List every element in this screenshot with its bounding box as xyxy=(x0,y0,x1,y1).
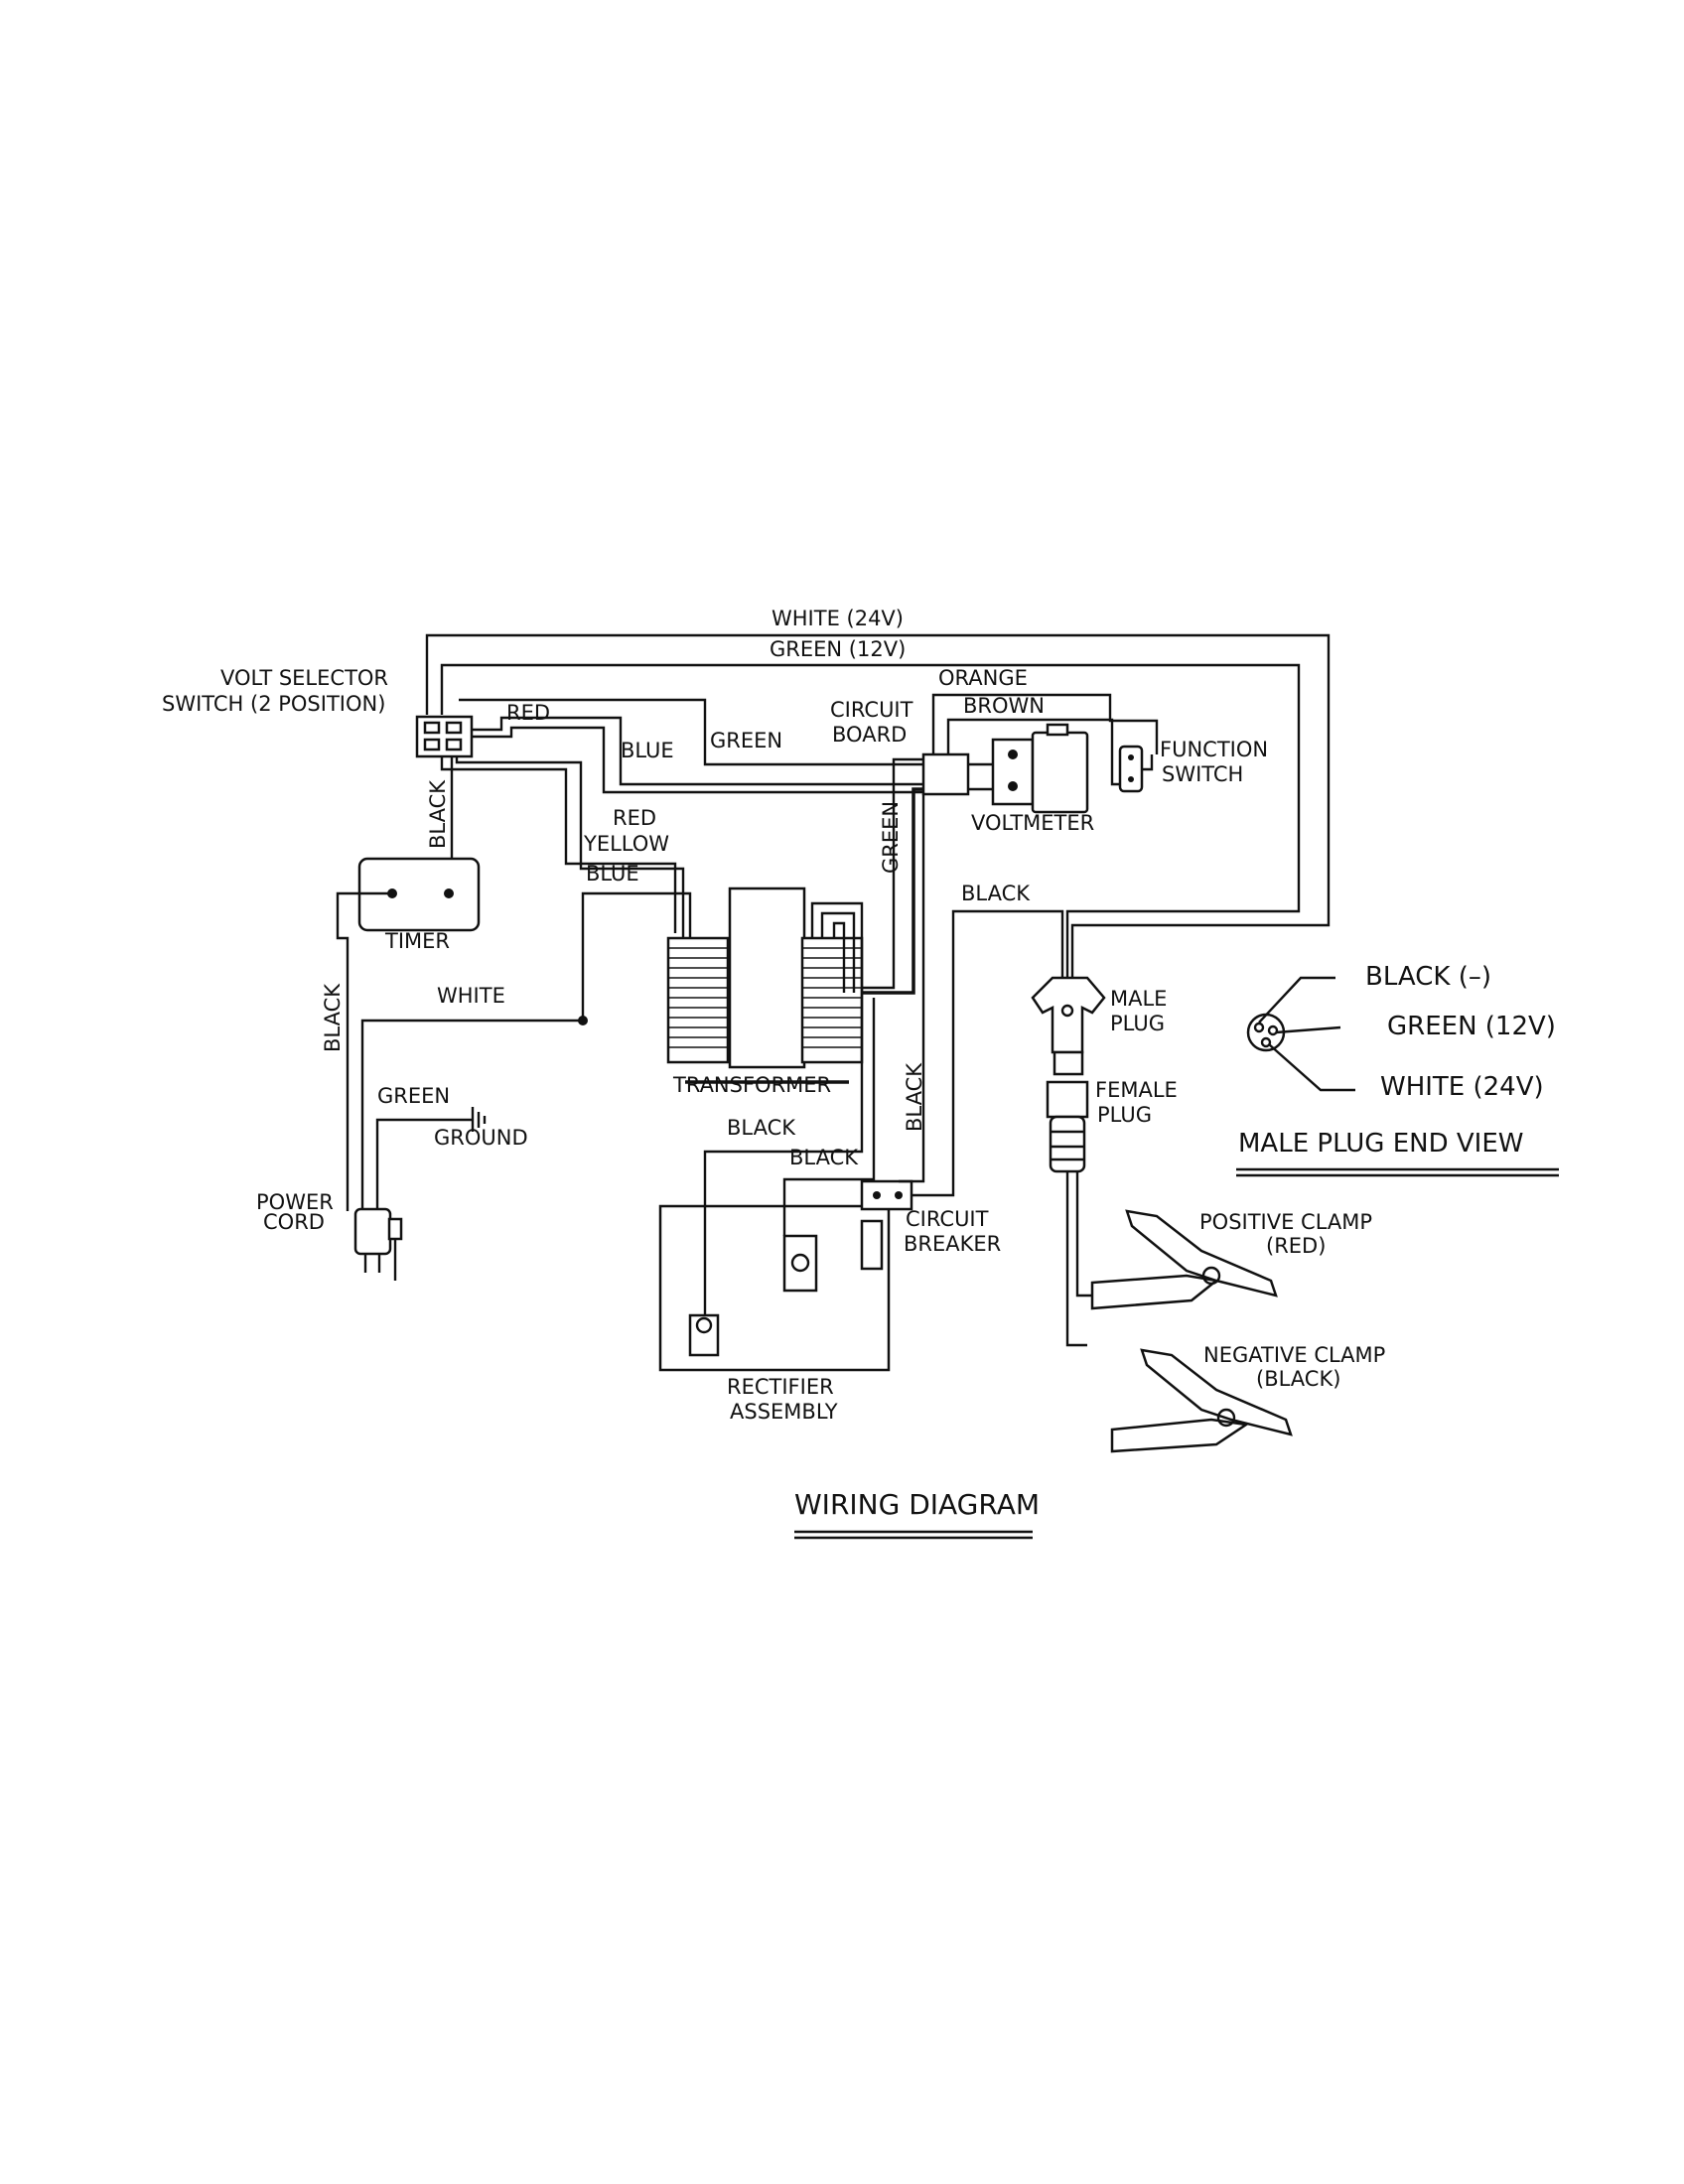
label-negative-clamp-2: (BLACK) xyxy=(1256,1367,1340,1391)
label-green-12v: GREEN (12V) xyxy=(770,637,906,661)
label-yellow: YELLOW xyxy=(583,832,669,856)
label-circuit-board-2: BOARD xyxy=(832,723,907,747)
volt-selector-switch xyxy=(415,715,474,758)
wire-orange xyxy=(931,693,1159,762)
label-female-plug-1: FEMALE xyxy=(1095,1078,1178,1102)
wire-black-rect1 xyxy=(703,993,864,1315)
label-circuit-breaker-1: CIRCUIT xyxy=(906,1207,989,1231)
label-black-selector: BLACK xyxy=(426,779,450,849)
transformer xyxy=(666,887,864,1084)
label-volt-selector-1: VOLT SELECTOR xyxy=(220,666,388,690)
female-plug xyxy=(1046,1080,1092,1347)
label-negative-clamp-1: NEGATIVE CLAMP xyxy=(1203,1343,1385,1367)
wire-brown xyxy=(946,718,1132,786)
wire-red-top xyxy=(459,716,931,786)
label-black-timer: BLACK xyxy=(321,983,345,1052)
label-orange: ORANGE xyxy=(938,666,1028,690)
positive-clamp xyxy=(1090,1209,1278,1310)
wire-green-ground xyxy=(375,1118,472,1211)
wire-labels: WHITE (24V) GREEN (12V) ORANGE BROWN RED… xyxy=(321,607,1045,1169)
label-volt-selector-2: SWITCH (2 POSITION) xyxy=(162,692,385,716)
label-black-rect2: BLACK xyxy=(789,1146,859,1169)
wire-blue-xfmr xyxy=(581,891,692,1021)
label-function-switch-2: SWITCH xyxy=(1162,762,1243,786)
function-switch xyxy=(1118,745,1154,793)
label-green-top: GREEN xyxy=(710,729,782,752)
label-circuit-board-1: CIRCUIT xyxy=(830,698,913,722)
label-rectifier-1: RECTIFIER xyxy=(727,1375,834,1399)
wire-white-timer xyxy=(360,1016,588,1211)
male-plug-end-view xyxy=(1236,976,1559,1177)
label-voltmeter: VOLTMETER xyxy=(971,811,1094,835)
label-end-view-title: MALE PLUG END VIEW xyxy=(1238,1129,1523,1159)
wire-black-vertical xyxy=(899,794,925,1183)
wire-white-24v xyxy=(425,633,1331,978)
label-end-green: GREEN (12V) xyxy=(1387,1012,1556,1041)
wire-blue-top xyxy=(459,726,931,794)
negative-clamp xyxy=(1110,1348,1293,1453)
label-black-vertical: BLACK xyxy=(903,1062,926,1132)
title-underline xyxy=(794,1530,1033,1540)
component-labels: VOLT SELECTOR SWITCH (2 POSITION) CIRCUI… xyxy=(162,666,1385,1424)
label-brown: BROWN xyxy=(963,694,1045,718)
power-cord-plug xyxy=(353,1207,403,1281)
label-black-male: BLACK xyxy=(961,882,1031,905)
label-female-plug-2: PLUG xyxy=(1097,1103,1152,1127)
label-circuit-breaker-2: BREAKER xyxy=(904,1232,1001,1256)
ground-symbol xyxy=(471,1107,487,1132)
label-power-cord-2: CORD xyxy=(263,1210,325,1234)
label-male-plug-2: PLUG xyxy=(1110,1012,1165,1035)
label-black-rect1: BLACK xyxy=(727,1116,796,1140)
label-red-top: RED xyxy=(506,701,550,725)
label-positive-clamp-2: (RED) xyxy=(1266,1234,1326,1258)
label-male-plug-1: MALE xyxy=(1110,987,1167,1011)
label-green-ground: GREEN xyxy=(377,1084,450,1108)
label-end-black: BLACK (–) xyxy=(1365,962,1491,992)
end-view-labels: BLACK (–) GREEN (12V) WHITE (24V) MALE P… xyxy=(1238,962,1556,1159)
timer xyxy=(357,857,481,932)
label-transformer: TRANSFORMER xyxy=(672,1073,831,1097)
label-blue-xfmr: BLUE xyxy=(586,862,639,886)
rectifier-assembly xyxy=(658,1204,891,1372)
label-end-white: WHITE (24V) xyxy=(1380,1072,1544,1102)
label-function-switch-1: FUNCTION xyxy=(1160,738,1268,761)
label-red-xfmr: RED xyxy=(613,806,656,830)
circuit-breaker xyxy=(860,1179,913,1211)
wire-green-top xyxy=(459,698,931,766)
wire-red-xfmr xyxy=(440,756,677,933)
label-power-cord-1: POWER xyxy=(256,1190,334,1214)
wire-yellow-xfmr xyxy=(455,756,685,938)
diagram-title: WIRING DIAGRAM xyxy=(794,1488,1040,1521)
label-positive-clamp-1: POSITIVE CLAMP xyxy=(1199,1210,1372,1234)
label-timer: TIMER xyxy=(384,929,450,953)
wire-black-timer xyxy=(336,891,392,1211)
label-ground: GROUND xyxy=(434,1126,528,1150)
wire-black-male xyxy=(912,909,1064,1197)
male-plug xyxy=(1031,976,1106,1076)
wire-green-12v xyxy=(440,663,1301,978)
label-rectifier-2: ASSEMBLY xyxy=(730,1400,838,1424)
wire-black-rect2 xyxy=(782,998,876,1236)
label-blue-top: BLUE xyxy=(621,739,674,762)
wire-secondary-leads xyxy=(810,757,923,995)
label-white-timer: WHITE xyxy=(437,984,505,1008)
label-white-24v: WHITE (24V) xyxy=(772,607,904,630)
voltmeter xyxy=(991,723,1089,814)
label-green-vertical: GREEN xyxy=(879,801,903,874)
